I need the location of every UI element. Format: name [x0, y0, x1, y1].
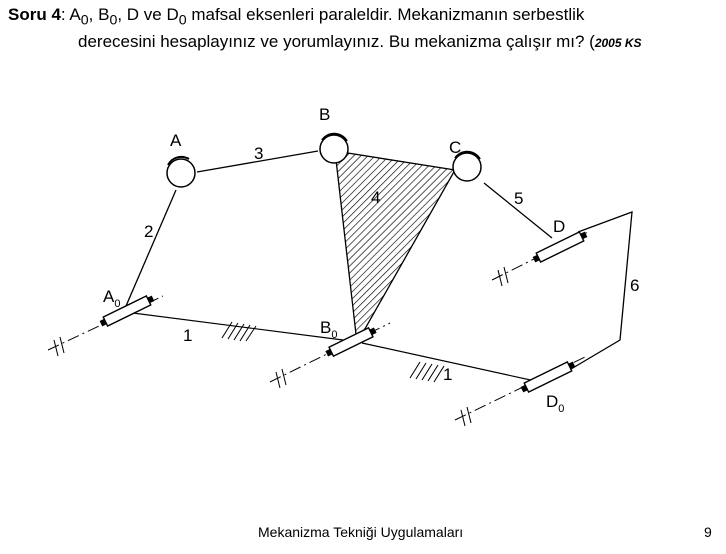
label-link-5: 5 [514, 189, 523, 208]
label-joint-c: C [449, 138, 461, 157]
question-line1-rest: mafsal eksenleri paraleldir. Mekanizmanı… [186, 5, 585, 24]
joint-c [452, 150, 482, 182]
joint-d0 [520, 361, 576, 393]
link-4-triangle [334, 150, 457, 346]
ground-link-1 [124, 311, 536, 382]
joint-name-b0: B0, [98, 5, 127, 29]
question-text: Soru 4: A0, B0, D ve D0 mafsal eksenleri… [8, 4, 726, 54]
label-joint-d: D [553, 217, 565, 236]
joint-d [532, 231, 588, 263]
label-link-6: 6 [630, 276, 639, 295]
ground-hatch-left [221, 321, 257, 342]
label-joint-d0: D0 [546, 392, 564, 415]
label-joint-a: A [170, 131, 182, 150]
joint-b [319, 132, 349, 164]
label-link-4: 4 [371, 188, 380, 207]
label-link-1-left: 1 [183, 326, 192, 345]
footer-title: Mekanizma Tekniği Uygulamaları [258, 524, 464, 540]
joint-name-d: D ve [126, 5, 167, 24]
label-joint-b0: B0 [320, 318, 337, 341]
ground-hatch-right [409, 361, 445, 383]
label-joint-a0: A0 [103, 287, 120, 310]
question-reference: 2005 KS [594, 36, 642, 51]
axis-ticks [53, 266, 509, 427]
joint-b0 [325, 326, 377, 358]
page-number: 9 [704, 524, 712, 540]
link-6 [565, 211, 633, 373]
link-3 [196, 150, 319, 173]
label-link-3: 3 [254, 144, 263, 163]
label-joint-b: B [319, 105, 330, 124]
link-5 [483, 182, 553, 239]
joint-a0 [99, 295, 155, 327]
question-number: Soru 4 [8, 5, 61, 24]
label-link-1-right: 1 [443, 365, 452, 384]
link-2 [125, 189, 177, 307]
question-line2: derecesini hesaplayınız ve yorumlayınız.… [78, 32, 642, 52]
joint-a [166, 155, 196, 188]
label-link-2: 2 [144, 222, 153, 241]
joint-name-a0: A0, [69, 5, 99, 29]
joint-name-d0: D0 [166, 5, 187, 29]
question-colon: : [60, 5, 70, 24]
